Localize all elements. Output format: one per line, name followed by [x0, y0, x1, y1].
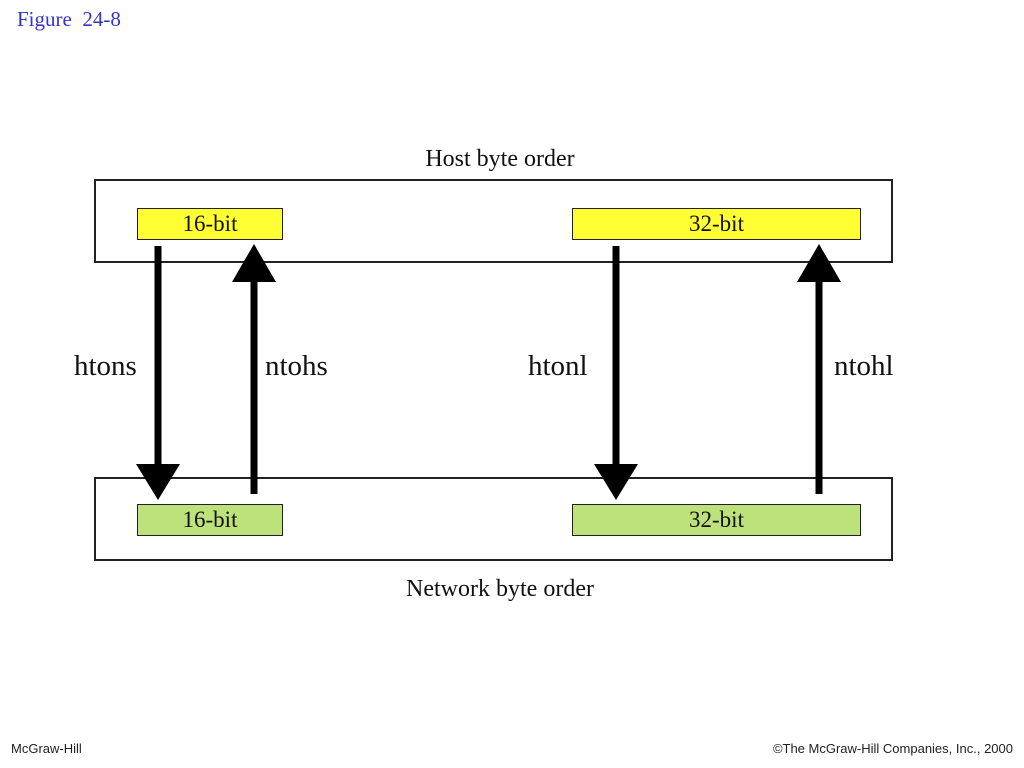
host-16-bit-box: 16-bit [137, 208, 283, 240]
ntohl-arrow [797, 244, 841, 494]
copyright-footer: ©The McGraw-Hill Companies, Inc., 2000 [772, 741, 1013, 756]
host-byte-order-caption: Host byte order [425, 146, 575, 172]
ntohs-arrow [232, 244, 276, 494]
htonl-arrow [594, 246, 638, 500]
ntohs-label: ntohs [265, 350, 328, 382]
htons-arrow [136, 246, 180, 500]
network-byte-order-caption: Network byte order [406, 576, 594, 602]
figure-title: Figure 24-8 [17, 7, 121, 31]
ntohl-label: ntohl [834, 350, 894, 382]
network-32-bit-box: 32-bit [572, 504, 861, 536]
network-16-bit-box: 16-bit [137, 504, 283, 536]
publisher-footer: McGraw-Hill [11, 741, 82, 756]
host-32-bit-box: 32-bit [572, 208, 861, 240]
htons-label: htons [74, 350, 137, 382]
htonl-label: htonl [528, 350, 588, 382]
